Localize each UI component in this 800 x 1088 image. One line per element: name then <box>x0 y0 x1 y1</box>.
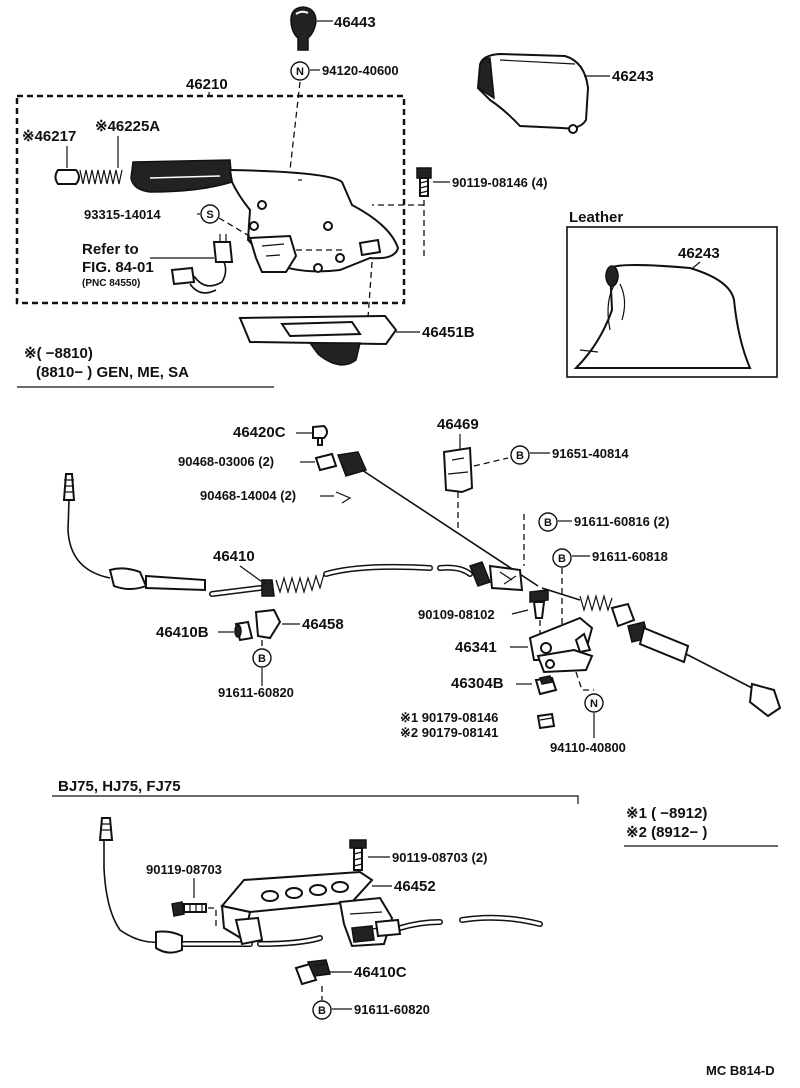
note-b-line-1: ※1 ( −8912) <box>626 805 707 822</box>
label-93315-14014: 93315-14014 <box>84 207 161 222</box>
leather-box <box>566 226 778 378</box>
note-a-line-2: (8810− ) GEN, ME, SA <box>36 364 189 381</box>
label-90468-03006: 90468-03006 (2) <box>178 454 274 469</box>
part-46410B-grommet <box>234 620 254 642</box>
label-90468-14004: 90468-14004 (2) <box>200 488 296 503</box>
leather-title: Leather <box>569 209 623 226</box>
dashed-46341-line <box>575 671 594 691</box>
label-46225A: ※46225A <box>95 118 160 135</box>
models-bracket <box>52 795 579 804</box>
lever-assembly-box <box>15 94 406 305</box>
label-46304B: 46304B <box>451 675 504 692</box>
svg-text:S: S <box>206 209 213 221</box>
part-46452-bracket <box>220 870 402 948</box>
note-b-line-2: ※2 (8912− ) <box>626 824 707 841</box>
dashed-46469-line <box>473 457 509 467</box>
label-91611-60816: 91611-60816 (2) <box>574 514 669 529</box>
part-46410C-clamp <box>294 959 331 986</box>
svg-text:B: B <box>318 1005 326 1017</box>
bolt-91611-60818-icon: B <box>552 548 572 568</box>
part-46451B-plate <box>238 314 398 366</box>
label-90119-08703: 90119-08703 <box>146 862 222 877</box>
label-46410: 46410 <box>213 548 255 565</box>
label-46451B: 46451B <box>422 324 475 341</box>
footer-code: MC B814-D <box>706 1063 775 1078</box>
lead-46410 <box>239 565 266 585</box>
svg-text:B: B <box>516 450 524 462</box>
label-90119-08146: 90119-08146 (4) <box>452 175 547 190</box>
part-46243-leather-boot <box>573 264 752 369</box>
label-90179-08146: ※1 90179-08146 <box>400 710 498 725</box>
part-46225A-spring-icon <box>79 169 123 185</box>
lead-90109 <box>511 609 529 615</box>
label-46443: 46443 <box>334 14 376 31</box>
bolt-91611-60820-a-icon: B <box>252 648 272 668</box>
svg-text:B: B <box>258 653 266 665</box>
part-46243-boot-top <box>476 52 590 134</box>
part-46304B-bushing <box>534 675 558 696</box>
label-91611-60820-a: 91611-60820 <box>218 685 294 700</box>
part-46443-knob <box>290 6 317 51</box>
label-46452: 46452 <box>394 878 436 895</box>
note-a-line-1: ※( −8810) <box>24 345 93 362</box>
part-46410-cable <box>62 473 524 597</box>
label-94120-40600: 94120-40600 <box>322 63 399 78</box>
label-46243-top: 46243 <box>612 68 654 85</box>
dashed-bolt-line <box>372 200 425 260</box>
bolt-90119-08703-icon <box>171 901 207 917</box>
svg-text:N: N <box>590 698 598 710</box>
models-title: BJ75, HJ75, FJ75 <box>58 778 181 795</box>
part-bottom-cable <box>98 817 543 954</box>
part-46217-button <box>54 169 80 185</box>
label-46469: 46469 <box>437 416 479 433</box>
refer-line-3: (PNC 84550) <box>82 278 140 289</box>
label-90119-08703-2: 90119-08703 (2) <box>392 850 487 865</box>
refer-line-2: FIG. 84-01 <box>82 259 154 276</box>
bolt-91651-40814-icon: B <box>510 445 530 465</box>
part-46341-lever-plate <box>528 616 594 674</box>
bolt-90109-08102-icon <box>529 589 549 619</box>
svg-text:B: B <box>558 553 566 565</box>
bolt-91611-60816-icon: B <box>538 512 558 532</box>
label-46243-leather: 46243 <box>678 245 720 262</box>
svg-text:N: N <box>296 66 304 78</box>
part-46420C-pin <box>312 424 328 446</box>
refer-line-1: Refer to <box>82 241 139 258</box>
label-91611-60818: 91611-60818 <box>592 549 668 564</box>
cable-wire-upper <box>361 469 539 587</box>
dashed-46451B-line <box>367 261 373 319</box>
bolt-90119-08703-2-icon <box>349 839 367 871</box>
label-90109-08102: 90109-08102 <box>418 607 495 622</box>
nut-94110-40800-icon: N <box>584 693 604 713</box>
part-46458-clamp <box>254 608 282 640</box>
part-rear-cable-right <box>579 593 782 718</box>
label-46341: 46341 <box>455 639 497 656</box>
part-switch-bracket <box>212 234 298 273</box>
part-switch-connector <box>170 261 227 294</box>
clip-90468-14004-icon <box>335 491 352 504</box>
nut-94120-40600-icon: N <box>290 61 310 81</box>
label-46410B: 46410B <box>156 624 209 641</box>
part-93315-icon: S <box>200 204 220 224</box>
svg-text:B: B <box>544 517 552 529</box>
part-cable-equalizer <box>314 451 368 477</box>
label-91611-60820-b: 91611-60820 <box>354 1002 430 1017</box>
bolt-90119-08146-icon <box>416 167 432 197</box>
label-91651-40814: 91651-40814 <box>552 446 629 461</box>
label-90179-08141: ※2 90179-08141 <box>400 725 498 740</box>
bolt-91611-60820-b-icon: B <box>312 1000 332 1020</box>
part-46469-bracket <box>442 446 474 494</box>
label-46458: 46458 <box>302 616 344 633</box>
nut-90179-icon <box>536 712 556 730</box>
label-46210: 46210 <box>186 76 228 93</box>
label-46420C: 46420C <box>233 424 286 441</box>
label-94110-40800: 94110-40800 <box>550 740 626 755</box>
dashed-08703-line <box>208 907 217 930</box>
label-46410C: 46410C <box>354 964 407 981</box>
dashed-93315-line <box>218 217 257 241</box>
label-46217: ※46217 <box>22 128 76 145</box>
